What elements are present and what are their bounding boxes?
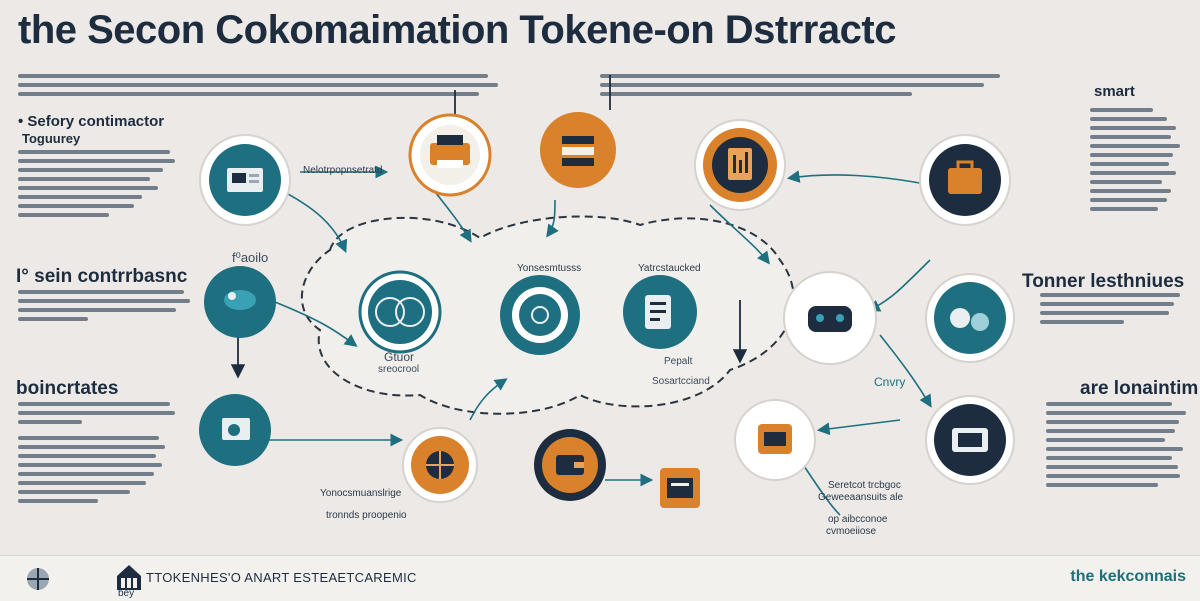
- gear-doc-icon: [222, 418, 250, 440]
- center-caption-3: Pepalt: [664, 356, 693, 367]
- bottom-caption-1: Yonocsmuanslrige: [320, 488, 402, 499]
- footer-brand: the kekconnais: [1070, 568, 1186, 585]
- tokens-left-label: Yonsesmtusss: [517, 263, 582, 274]
- node-briefcase: [919, 134, 1011, 226]
- left-marker-label: f⁰aoilo: [232, 250, 269, 265]
- globe-logo-icon: [27, 568, 49, 590]
- node-gear-doc: [199, 394, 271, 466]
- are-text-block: [1046, 402, 1186, 492]
- cloud-device-icon: [224, 290, 256, 310]
- center-caption-4: Sosartcciand: [652, 376, 710, 387]
- center-caption-1: Gtuor: [384, 350, 415, 364]
- infographic-title: the Secon Cokomaimation Tokene-on Dstrra…: [18, 8, 896, 52]
- wallet-icon: [556, 455, 584, 475]
- node-cloud-device: [204, 266, 276, 338]
- boinc-text-block: [18, 402, 178, 508]
- sensory-subheading: Toguurey: [22, 131, 81, 146]
- intro-text-block: [18, 74, 498, 101]
- node-printer: [408, 113, 492, 197]
- bottom-right-caption-3: op aibcconoe: [828, 514, 888, 525]
- are-heading: are lonaintim: [1080, 378, 1199, 399]
- coins-icon: [375, 297, 425, 327]
- sensory-text-block: [18, 150, 183, 222]
- node-coins: [358, 270, 442, 354]
- node-tablet-doc: [623, 275, 697, 349]
- connector: [269, 299, 358, 347]
- top-right-text-block: [600, 74, 1000, 101]
- top-arrow-label: Nelotrpopnsetratd: [303, 165, 383, 176]
- tablet-doc-icon: [645, 295, 671, 329]
- connector: [799, 459, 841, 516]
- right-marker-label: Cnvry: [874, 375, 906, 389]
- doc-window-icon: [227, 168, 263, 192]
- node-app-window: [660, 468, 700, 508]
- connector: [469, 378, 508, 421]
- monitor-chart-icon: [728, 148, 752, 180]
- node-chart-globe: [402, 427, 478, 503]
- bottom-right-caption-2: Geweeaansuits ale: [818, 492, 904, 503]
- bottom-right-caption-1: Seretcot trcbgoc: [828, 480, 901, 491]
- hand-wallet-icon: [950, 308, 989, 331]
- node-laptop: [925, 395, 1015, 485]
- connector: [879, 334, 932, 408]
- app-window-icon: [667, 478, 693, 498]
- tonner-heading: Tonner lesthniues: [1022, 271, 1185, 292]
- connector: [546, 199, 559, 238]
- connector: [867, 259, 931, 312]
- node-hand-wallet: [925, 273, 1015, 363]
- sein-heading: I° sein contrrbasnc: [16, 266, 188, 287]
- node-hand-coins: [734, 399, 816, 481]
- lens-icon: [531, 306, 549, 324]
- center-caption-2: sreocrool: [378, 364, 420, 375]
- connector: [786, 170, 931, 186]
- briefcase-icon: [948, 160, 982, 194]
- connector: [709, 204, 770, 265]
- chart-globe-icon: [426, 451, 454, 479]
- bottom-right-caption-4: cvmoeiiose: [826, 526, 877, 537]
- sein-text-block: [18, 290, 193, 326]
- tokens-right-label: Yatrcstaucked: [638, 263, 701, 274]
- node-lens: [500, 275, 580, 355]
- footer-subtext: bey: [118, 588, 135, 599]
- node-robot: [783, 271, 877, 365]
- house-logo-icon: [117, 565, 141, 590]
- server-stack-icon: [562, 136, 594, 166]
- robot-icon: [808, 306, 852, 332]
- sensory-heading: • Sefory contimactor: [18, 113, 165, 130]
- boinc-heading: boincrtates: [16, 378, 119, 399]
- node-monitor-chart: [694, 119, 786, 211]
- smart-heading: smart: [1094, 83, 1135, 100]
- token-flow-diagram: [199, 75, 1015, 516]
- node-server-stack: [540, 112, 616, 188]
- tonner-text-block: [1040, 293, 1180, 329]
- printer-icon: [430, 135, 470, 168]
- bottom-caption-2: tronnds proopenio: [326, 510, 407, 521]
- smart-text-block: [1090, 108, 1180, 216]
- connector: [816, 419, 901, 436]
- node-wallet: [534, 429, 606, 501]
- node-doc-window: [199, 134, 291, 226]
- footer-bar: TTOKENHES'O ANART ESTEAETCAREMIC bey the…: [0, 555, 1200, 601]
- footer-text: TTOKENHES'O ANART ESTEAETCAREMIC: [146, 570, 417, 585]
